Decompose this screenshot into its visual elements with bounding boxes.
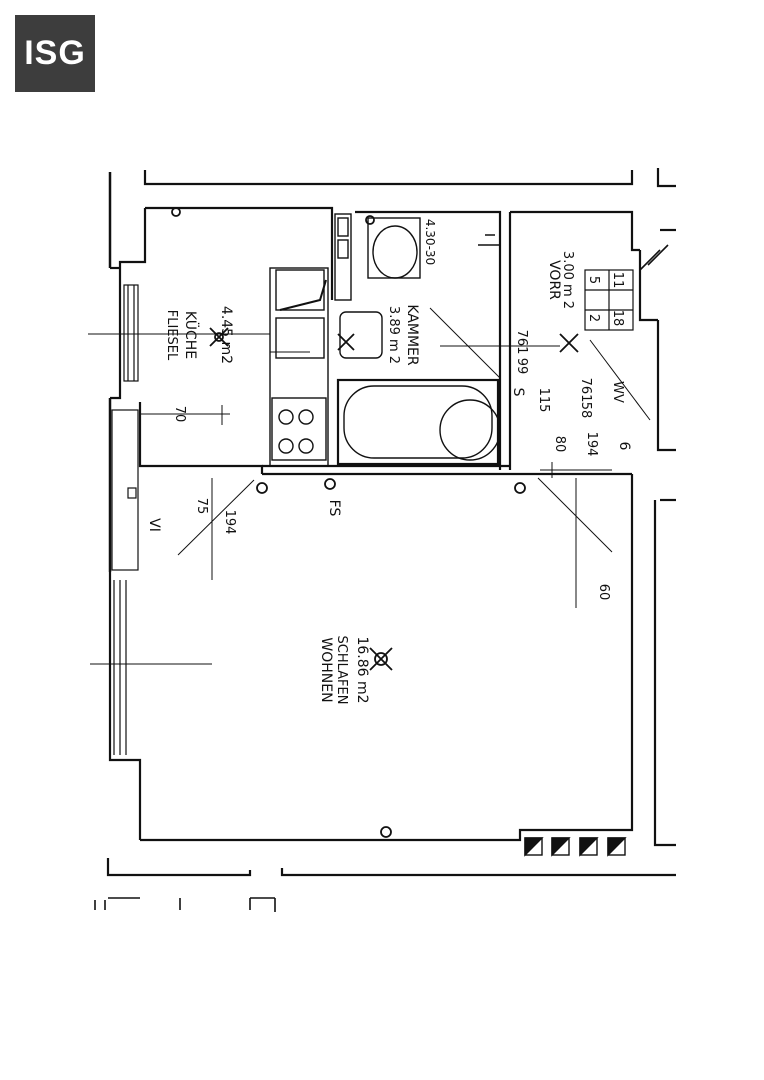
dim-18: 18 — [610, 310, 625, 327]
fs-label: FS — [326, 500, 342, 517]
dim-761b: 761 — [578, 378, 593, 403]
windows — [111, 284, 139, 755]
room-label-hall: VORR 3.00 m 2 — [546, 251, 575, 309]
s-label: S — [510, 388, 526, 397]
hall-name: VORR — [546, 260, 562, 300]
bath-name: KAMMER — [404, 304, 420, 366]
dimension-labels: 70 75 194 80 194 761 99 115 4.30-30 761 … — [172, 219, 625, 600]
kitchen-fixtures — [269, 267, 329, 467]
isg-logo: ISG — [15, 15, 95, 92]
dim-99: 99 — [514, 358, 529, 375]
living-name: WOHNEN — [318, 637, 334, 702]
b-label: 6 — [616, 442, 632, 451]
kitchen-name: KÜCHE — [182, 311, 200, 359]
living-area: 16.86 m2 — [354, 636, 370, 703]
plan-walls — [94, 168, 676, 912]
misc-labels: VI FS 6 S — [146, 388, 632, 532]
living-sub: SCHLAFEN — [334, 636, 349, 705]
dim-194b: 194 — [584, 432, 599, 457]
dim-70: 70 — [172, 406, 187, 423]
bath-fixtures — [334, 213, 501, 466]
dim-60: 60 — [596, 584, 611, 601]
logo-text: ISG — [24, 34, 86, 72]
window-mark: VI — [146, 518, 162, 532]
dim-5: 5 — [586, 276, 601, 284]
stair-markers — [524, 837, 627, 857]
dim-80: 80 — [552, 436, 567, 453]
room-label-bath: KAMMER 3.89 m 2 — [386, 304, 420, 366]
dim-11: 11 — [610, 272, 625, 289]
dim-194a: 194 — [222, 510, 237, 535]
bath-area: 3.89 m 2 — [386, 306, 401, 364]
room-label-living: WOHNEN SCHLAFEN 16.86 m2 — [318, 636, 370, 705]
dim-58: 58 — [578, 402, 593, 419]
dimension-lines — [88, 307, 651, 665]
room-label-kitchen: KÜCHE FLIESEL 4.45 m2 — [164, 306, 234, 364]
kitchen-sub: FLIESEL — [164, 310, 179, 361]
electrical-symbols — [171, 207, 579, 838]
kitchen-area: 4.45 m2 — [218, 306, 234, 364]
dim-wv: WV — [610, 381, 625, 403]
dim-115: 115 — [536, 388, 551, 413]
hall-fixtures — [584, 244, 669, 331]
dim-761a: 761 — [514, 330, 529, 355]
hall-area: 3.00 m 2 — [560, 251, 575, 309]
dim-430: 4.30-30 — [423, 219, 437, 265]
dim-75: 75 — [194, 498, 209, 515]
dim-2: 2 — [586, 314, 601, 322]
